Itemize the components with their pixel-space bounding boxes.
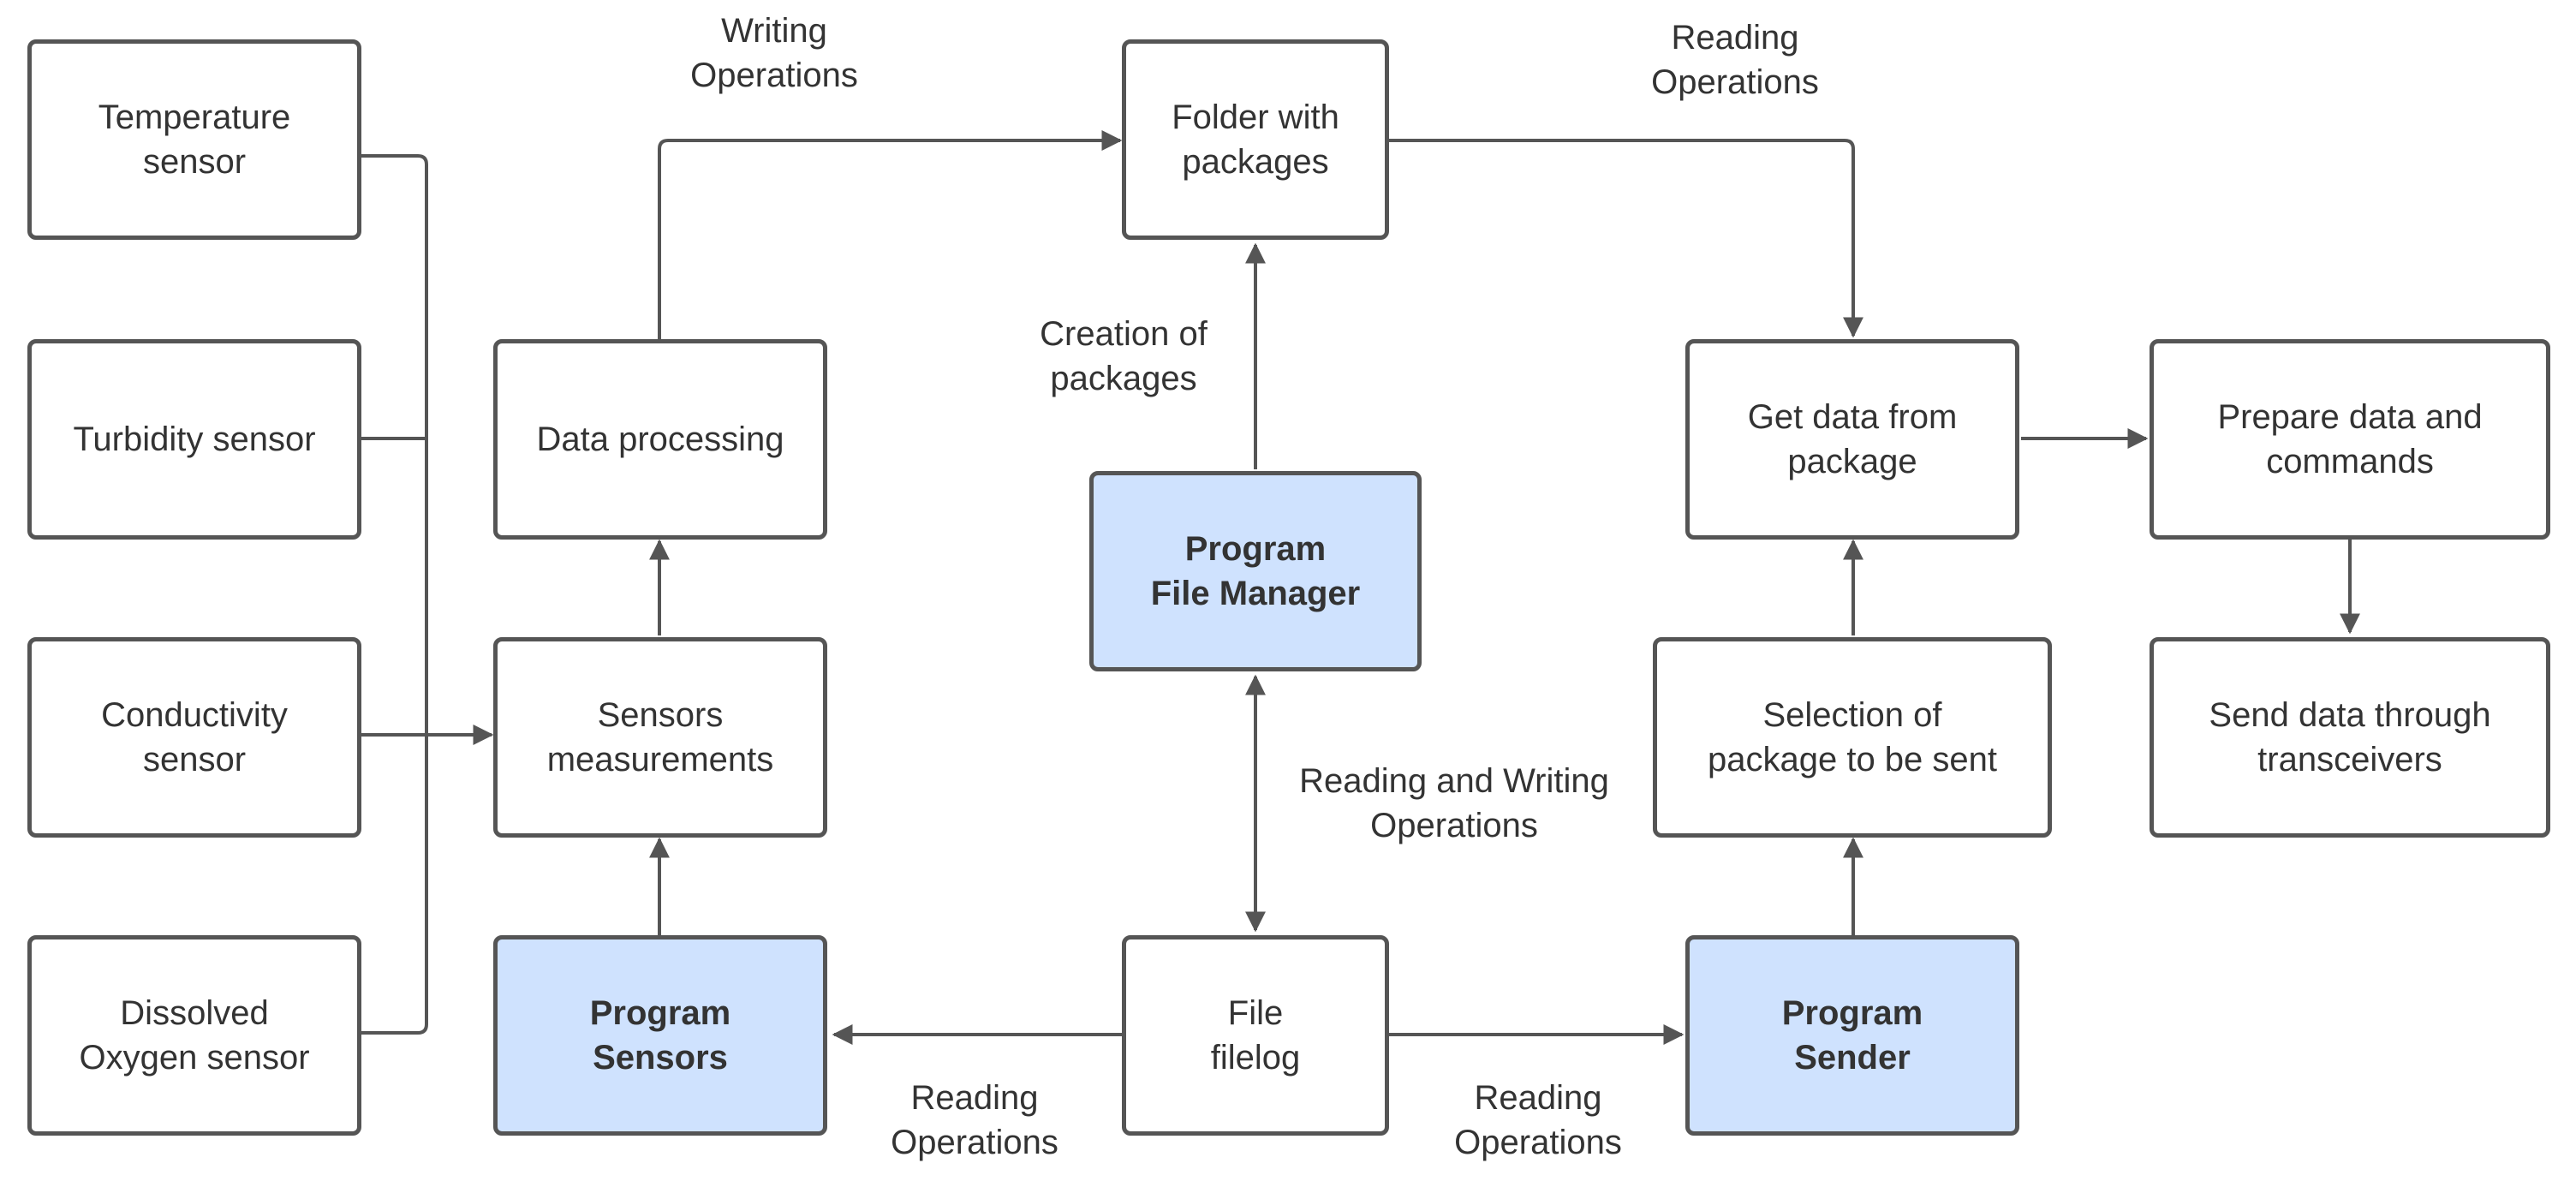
node-sensors-measurements: Sensors measurements <box>493 637 827 838</box>
node-program-sensors: Program Sensors <box>493 935 827 1136</box>
node-temperature-sensor: Temperature sensor <box>27 39 361 240</box>
node-label: Conductivity sensor <box>101 696 288 778</box>
node-send-data-through-transceivers: Send data through transceivers <box>2150 637 2550 838</box>
label-reading-and-writing-operations: Reading and Writing Operations <box>1299 762 1609 844</box>
label-reading-operations-right: Reading Operations <box>1454 1079 1622 1161</box>
edge-folder-to-get-data <box>1389 139 1863 338</box>
node-data-processing: Data processing <box>493 339 827 540</box>
node-program-file-manager: Program File Manager <box>1089 471 1422 671</box>
node-label: Temperature sensor <box>98 98 291 181</box>
edge-data-processing-to-folder <box>658 130 1123 339</box>
node-label: Get data from package <box>1747 398 1958 480</box>
label-writing-operations: Writing Operations <box>690 12 858 94</box>
node-label: Send data through transceivers <box>2209 696 2491 778</box>
node-file-filelog: File filelog <box>1122 935 1389 1136</box>
node-label: Program File Manager <box>1150 530 1361 612</box>
node-turbidity-sensor: Turbidity sensor <box>27 339 361 540</box>
label-reading-operations-left: Reading Operations <box>891 1079 1058 1161</box>
node-label: Data processing <box>536 421 784 458</box>
node-label: Dissolved Oxygen sensor <box>79 994 310 1077</box>
node-label: Turbidity sensor <box>73 421 316 458</box>
node-label: Prepare data and commands <box>2217 398 2483 480</box>
node-conductivity-sensor: Conductivity sensor <box>27 637 361 838</box>
node-label: Sensors measurements <box>546 696 774 778</box>
label-creation-of-packages: Creation of packages <box>1040 315 1208 397</box>
node-label: Program Sensors <box>589 994 731 1077</box>
node-dissolved-oxygen-sensor: Dissolved Oxygen sensor <box>27 935 361 1136</box>
node-label: Selection of package to be sent <box>1707 696 1998 778</box>
node-selection-of-package: Selection of package to be sent <box>1653 637 2052 838</box>
label-reading-operations-top: Reading Operations <box>1651 19 1819 101</box>
node-get-data-from-package: Get data from package <box>1685 339 2019 540</box>
edge-temperature-to-bus <box>360 154 428 1035</box>
node-folder-with-packages: Folder with packages <box>1122 39 1389 240</box>
node-label: Program Sender <box>1781 994 1923 1077</box>
node-label: File filelog <box>1210 994 1301 1077</box>
node-prepare-data-and-commands: Prepare data and commands <box>2150 339 2550 540</box>
node-label: Folder with packages <box>1172 98 1339 181</box>
node-program-sender: Program Sender <box>1685 935 2019 1136</box>
